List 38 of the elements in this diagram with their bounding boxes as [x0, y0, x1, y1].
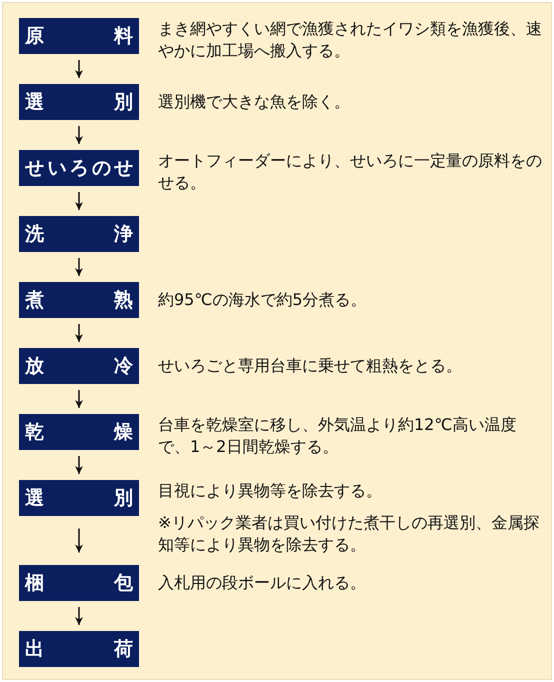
process-box [19, 348, 139, 384]
step-label: 選別 [25, 488, 133, 508]
process-box [19, 150, 139, 186]
step-description: オートフィーダーにより、せいろに一定量の原料をのせる。 [158, 150, 543, 194]
step-label: 乾燥 [25, 422, 133, 442]
step-description: せいろごと専用台車に乗せて粗熱をとる。 [158, 355, 463, 377]
step-description: 目視により異物等を除去する。 [158, 480, 383, 502]
arrow [75, 607, 83, 625]
process-box [19, 480, 139, 516]
arrow [75, 60, 83, 78]
step-label: 選別 [25, 92, 133, 112]
process-box [19, 84, 139, 120]
process-box [19, 216, 139, 252]
process-box [19, 565, 139, 601]
arrow [75, 390, 83, 408]
step-description: 台車を乾燥室に移し、外気温より約12℃高い温度で、1～2日間乾燥する。 [158, 414, 518, 458]
arrow [75, 126, 83, 144]
step-label: 煮熟 [25, 290, 133, 310]
process-box [19, 18, 139, 54]
arrow [75, 528, 83, 552]
step-label: 放冷 [25, 356, 133, 376]
process-box [19, 631, 139, 667]
process-box [19, 282, 139, 318]
step-label: 梱包 [25, 574, 133, 592]
step-description: 約95℃の海水で約5分煮る。 [158, 289, 368, 311]
process-box [19, 414, 139, 450]
step-label: 洗浄 [25, 224, 133, 244]
step-description: 入札用の段ボールに入れる。 [158, 572, 367, 594]
step-description: まき網やすくい網で漁獲されたイワシ類を漁獲後、速やかに加工場へ搬入する。 [158, 18, 543, 62]
step-label: せいろのせ [25, 158, 133, 178]
arrow [75, 456, 83, 474]
arrow [75, 258, 83, 276]
arrow [75, 192, 83, 210]
step-label: 出荷 [25, 640, 133, 658]
step-description: 選別機で大きな魚を除く。 [158, 91, 351, 113]
arrow [75, 324, 83, 342]
note-text: ※リパック業者は買い付けた煮干しの再選別、金属探知等により異物を除去する。 [158, 512, 540, 556]
step-label: 原料 [25, 26, 133, 46]
